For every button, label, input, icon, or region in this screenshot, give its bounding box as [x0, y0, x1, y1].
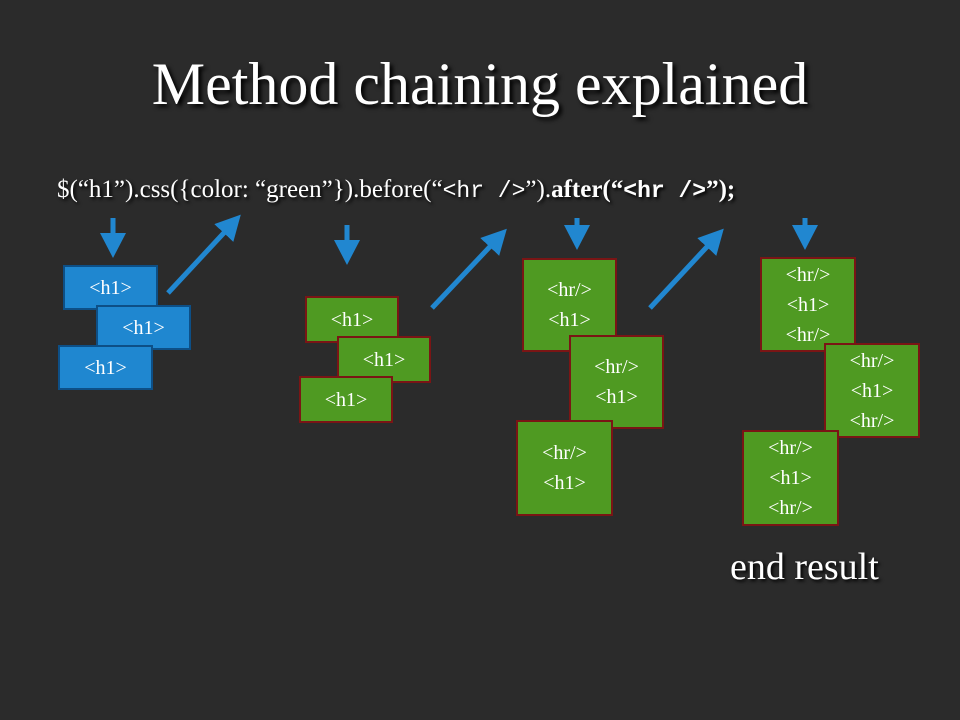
box-line: <h1>: [362, 348, 406, 371]
h1-box: <h1>: [58, 345, 153, 390]
box-line: <h1>: [324, 388, 368, 411]
arrow-up-right-icon: [166, 214, 241, 295]
hr-h1-hr-box: <hr/> <h1> <hr/>: [824, 343, 920, 438]
box-line: <hr/>: [547, 279, 592, 301]
h1-box: <h1>: [299, 376, 393, 423]
box-line: <h1>: [850, 379, 894, 402]
slide-title: Method chaining explained: [151, 51, 809, 117]
code-line: $(“h1”).css({color: “green”}).before(“<h…: [57, 176, 735, 204]
code-tag-2: <hr />: [623, 178, 707, 204]
code-part-2: ”).: [525, 176, 552, 203]
box-line: <hr/>: [785, 323, 831, 346]
end-result-label: end result: [730, 546, 879, 588]
h1-box: <h1>: [96, 305, 191, 350]
box-line: <h1>: [122, 316, 165, 339]
box-line: <h1>: [84, 356, 127, 379]
box-line: <h1>: [548, 309, 591, 331]
box-line: <h1>: [786, 293, 830, 316]
box-line: <hr/>: [849, 349, 895, 372]
hr-h1-box: <hr/> <h1>: [516, 420, 613, 516]
arrow-up-right-icon: [430, 228, 507, 310]
code-part-4: ”);: [706, 176, 736, 203]
hr-h1-box: <hr/> <h1>: [569, 335, 664, 429]
code-part-3: after(“: [551, 176, 624, 203]
arrow-up-right-icon: [648, 228, 724, 310]
box-line: <h1>: [89, 276, 132, 299]
box-line: <h1>: [543, 472, 586, 494]
h1-box: <h1>: [305, 296, 399, 343]
box-line: <hr/>: [785, 263, 831, 286]
box-line: <hr/>: [594, 356, 639, 378]
box-line: <hr/>: [768, 497, 813, 519]
code-part-1: $(“h1”).css({color: “green”}).before(“: [57, 176, 443, 203]
box-line: <hr/>: [849, 409, 895, 432]
box-line: <h1>: [769, 467, 812, 489]
box-line: <h1>: [330, 308, 374, 331]
hr-h1-hr-box: <hr/> <h1> <hr/>: [760, 257, 856, 352]
h1-box: <h1>: [63, 265, 158, 310]
box-line: <hr/>: [542, 442, 587, 464]
code-tag-1: <hr />: [442, 178, 526, 204]
box-line: <h1>: [595, 386, 638, 408]
box-line: <hr/>: [768, 437, 813, 459]
hr-h1-hr-box: <hr/> <h1> <hr/>: [742, 430, 839, 526]
